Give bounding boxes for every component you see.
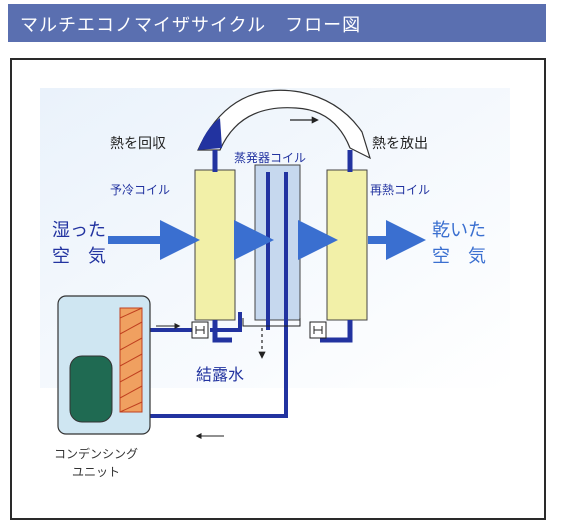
drain-pan <box>242 318 301 327</box>
heat-arch-dark-end <box>198 118 222 150</box>
label-evaporator-coil: 蒸発器コイル <box>234 151 306 165</box>
label-dry-air-1: 乾いた <box>432 220 486 241</box>
label-humid-air-1: 湿った <box>52 220 106 241</box>
valve-left-symbol <box>195 326 205 334</box>
valve-right-symbol <box>313 326 323 334</box>
label-condensate: 結露水 <box>196 365 244 384</box>
label-condensing-unit-2: ユニット <box>72 465 120 479</box>
compressor <box>69 355 113 423</box>
refrigerant-line <box>150 312 288 418</box>
label-precool-coil: 予冷コイル <box>110 183 170 197</box>
heat-arch <box>197 89 371 160</box>
label-heat-recover: 熱を回収 <box>110 136 166 152</box>
label-heat-release: 熱を放出 <box>372 136 428 152</box>
evaporator-coil <box>254 164 301 321</box>
diagram-title: マルチエコノマイザサイクル フロー図 <box>20 15 362 36</box>
heat-pipe-bottom <box>212 320 353 343</box>
label-condensing-unit-1: コンデンシング <box>54 446 138 461</box>
label-dry-air-2: 空 気 <box>432 246 486 267</box>
precool-coil <box>194 169 236 321</box>
condenser-hatch <box>119 307 143 413</box>
reheat-coil <box>326 169 368 321</box>
label-reheat-coil: 再熱コイル <box>370 183 430 197</box>
label-humid-air-2: 空 気 <box>52 246 106 267</box>
heat-pipe-top <box>212 150 353 172</box>
title-bar: マルチエコノマイザサイクル フロー図 <box>8 4 546 42</box>
